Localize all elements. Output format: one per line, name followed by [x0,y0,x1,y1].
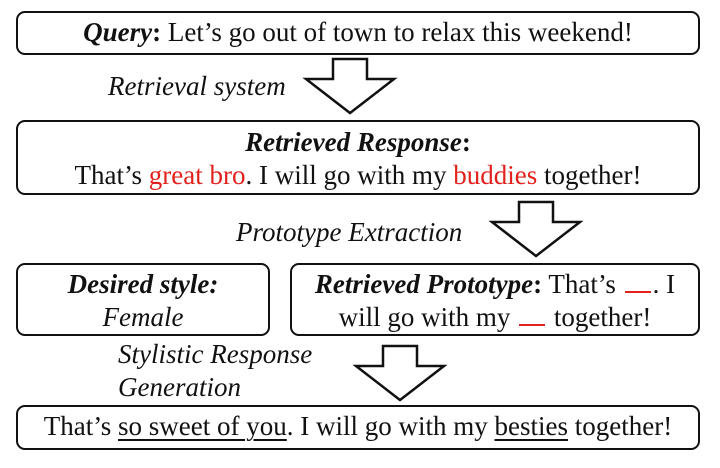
desired-style-title: Desired style: [67,269,219,299]
stylistic-response-label-line2: Generation [118,372,241,402]
prototype-text-part: together! [547,302,652,332]
down-arrow-icon [302,57,398,115]
desired-style-box: Desired style: Female [16,263,270,336]
retrieved-text-part: together! [537,160,642,190]
query-line: Query: Let’s go out of town to relax thi… [18,16,698,49]
retrieved-highlight-2: buddies [453,160,538,190]
retrieved-prototype-box: Retrieved Prototype: That’s . I will go … [290,263,700,336]
output-underlined-1: so sweet of you [118,411,287,441]
query-text: Let’s go out of town to relax this weeke… [161,17,633,47]
prototype-line-2: will go with my together! [292,301,698,334]
retrieved-highlight-1: great bro [148,160,246,190]
desired-style-value: Female [102,302,184,332]
output-text-part: . I will go with my [286,411,495,441]
retrieved-text-part: That’s [74,160,149,190]
slot-blank [519,302,546,326]
stylistic-response-label-line1: Stylistic Response [118,339,313,369]
output-text-part: together! [568,411,673,441]
slot-blank [624,269,651,293]
prototype-text-part: That’s [542,269,623,299]
output-text-part: That’s [43,411,119,441]
retrieved-response-text: That’s great bro. I will go with my budd… [18,159,698,192]
retrieved-title-line: Retrieved Response: [18,126,698,159]
retrieved-colon: : [461,127,471,157]
retrieved-response-box: Retrieved Response: That’s great bro. I … [16,120,700,195]
prototype-text-part: . I [652,269,676,299]
prototype-text-part: will go with my [338,302,518,332]
retrieval-system-label: Retrieval system [108,71,286,101]
stylistic-response-box: That’s so sweet of you. I will go with m… [16,405,700,450]
stylistic-response-text: That’s so sweet of you. I will go with m… [18,410,698,443]
query-box: Query: Let’s go out of town to relax thi… [16,11,700,55]
query-colon: : [152,17,162,47]
output-underlined-2: besties [494,411,569,441]
retrieved-text-part: . I will go with my [245,160,454,190]
down-arrow-icon [488,200,584,258]
retrieved-prototype-title: Retrieved Prototype [314,269,534,299]
prototype-line-1: Retrieved Prototype: That’s . I [292,268,698,301]
prototype-colon: : [533,269,543,299]
retrieved-response-title: Retrieved Response [245,127,462,157]
down-arrow-icon [352,344,448,402]
query-label: Query [83,17,153,47]
prototype-extraction-label: Prototype Extraction [236,217,463,247]
